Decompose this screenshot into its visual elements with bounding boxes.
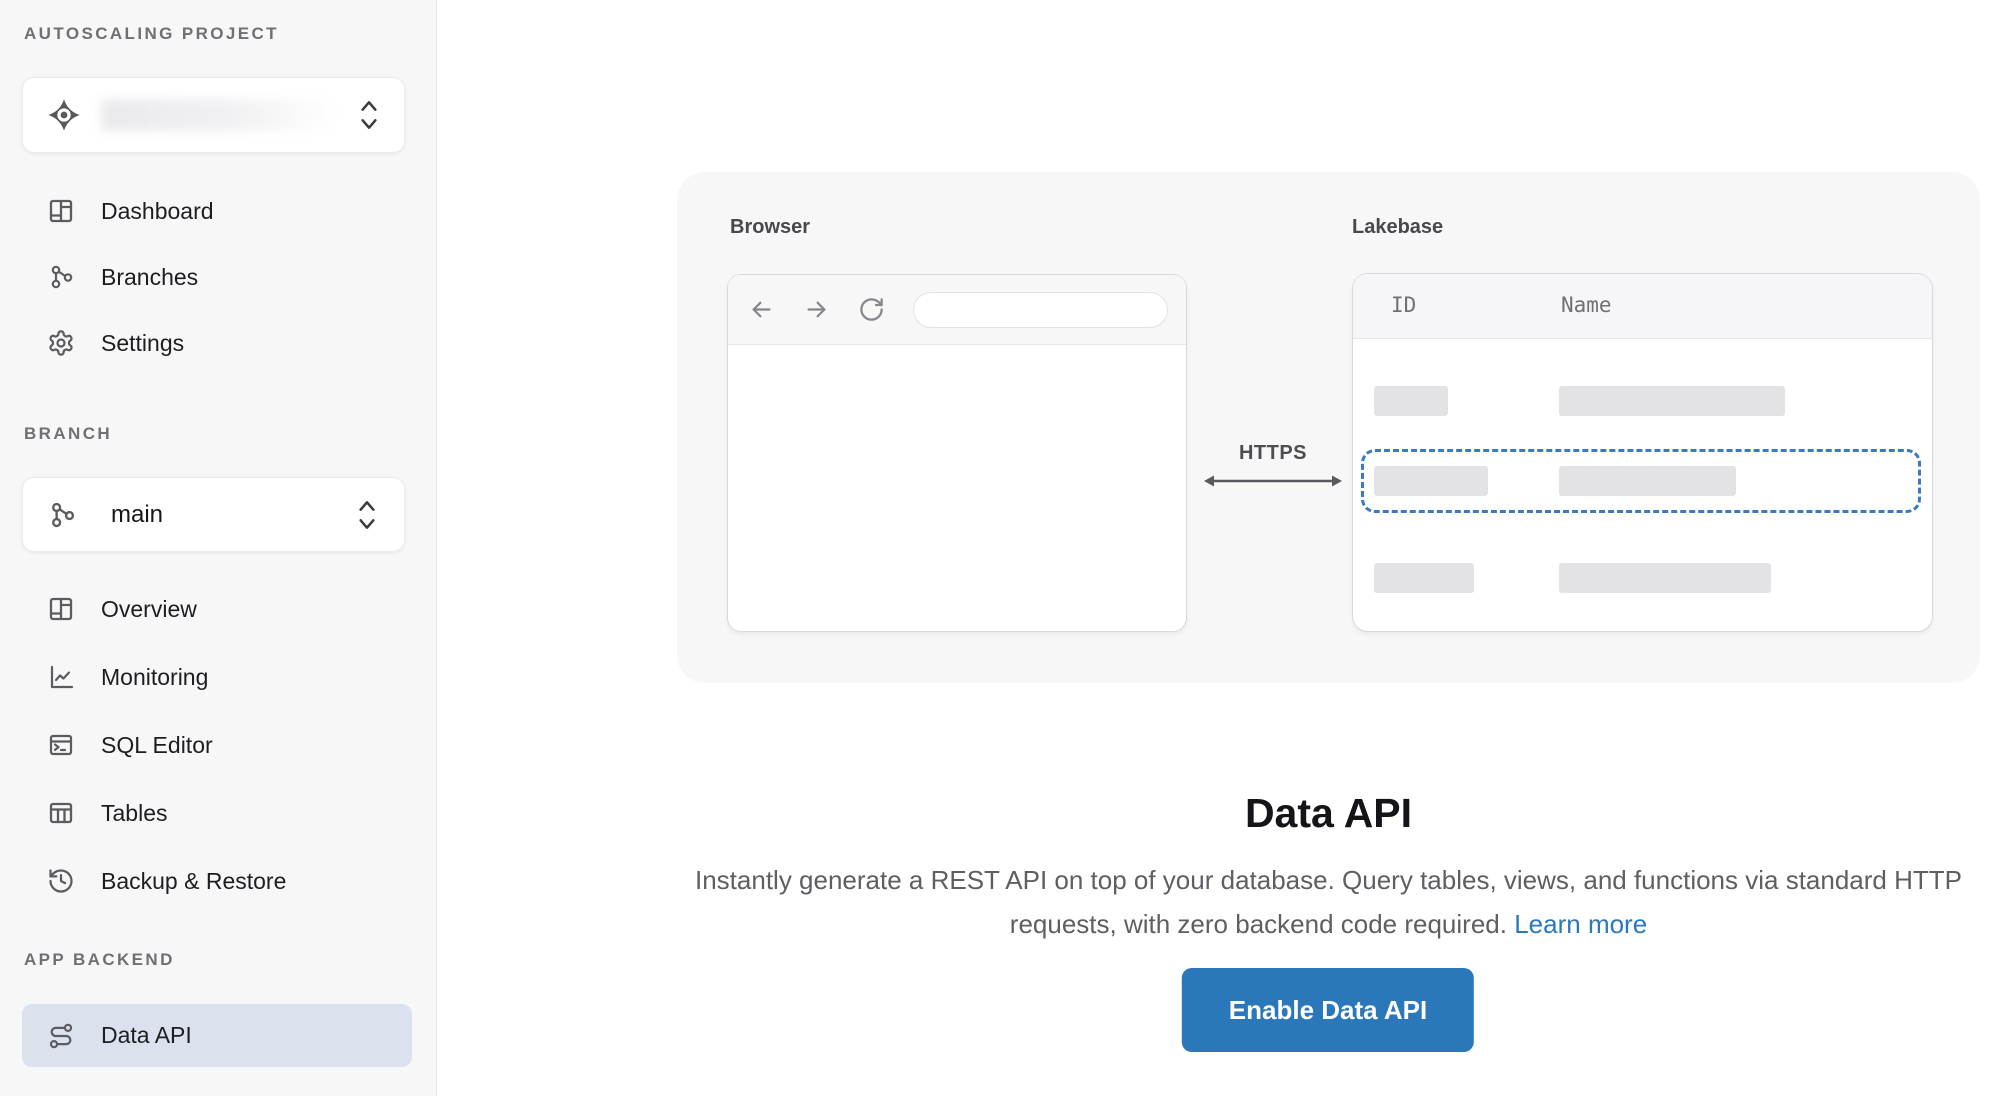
- reload-icon: [858, 296, 885, 323]
- sidebar-item-overview[interactable]: Overview: [22, 575, 412, 643]
- sidebar-item-label: Backup & Restore: [101, 867, 287, 894]
- column-header-id: ID: [1391, 293, 1417, 317]
- browser-label: Browser: [730, 216, 811, 238]
- project-compass-icon: [45, 96, 83, 134]
- terminal-window-icon: [47, 731, 75, 759]
- row1-id-placeholder: [1374, 386, 1448, 416]
- app-backend-nav: Data API: [22, 1004, 412, 1067]
- sidebar-item-label: Dashboard: [101, 197, 214, 224]
- browser-mock-window: [727, 274, 1187, 632]
- project-name-redacted: [101, 99, 336, 131]
- chevron-up-down-icon: [354, 497, 380, 533]
- history-clock-icon: [47, 867, 75, 895]
- table-icon: [47, 799, 75, 827]
- sidebar-item-data-api[interactable]: Data API: [22, 1004, 412, 1067]
- sidebar-item-branches[interactable]: Branches: [22, 244, 412, 310]
- description-text: Instantly generate a REST API on top of …: [695, 865, 1962, 939]
- sidebar-item-monitoring[interactable]: Monitoring: [22, 643, 412, 711]
- https-connection: HTTPS: [1198, 442, 1348, 494]
- sidebar-item-label: Overview: [101, 595, 197, 622]
- branch-selector[interactable]: main: [22, 477, 405, 552]
- sidebar-item-label: Settings: [101, 329, 185, 356]
- branch-selector-value: main: [111, 500, 164, 528]
- sidebar: AUTOSCALING PROJECT: [0, 0, 437, 1096]
- row3-id-placeholder: [1374, 563, 1474, 593]
- route-icon: [47, 1022, 75, 1050]
- dashboard-icon: [47, 197, 75, 225]
- enable-data-api-button[interactable]: Enable Data API: [1181, 968, 1475, 1052]
- lakebase-label: Lakebase: [1352, 216, 1444, 238]
- table-header-row: ID Name: [1353, 274, 1932, 339]
- branch-section-label: BRANCH: [24, 424, 113, 443]
- app-backend-section-label: APP BACKEND: [24, 950, 175, 969]
- sidebar-item-label: Monitoring: [101, 663, 209, 690]
- project-section-label: AUTOSCALING PROJECT: [24, 24, 279, 43]
- selected-row-highlight: [1361, 449, 1921, 513]
- sidebar-item-sql-editor[interactable]: SQL Editor: [22, 711, 412, 779]
- row2-name-placeholder: [1559, 466, 1736, 496]
- sidebar-item-backup-restore[interactable]: Backup & Restore: [22, 847, 412, 915]
- row1-name-placeholder: [1559, 386, 1785, 416]
- branch-icon: [47, 263, 75, 291]
- project-nav: Dashboard Branches Setti: [22, 178, 412, 376]
- sidebar-item-label: SQL Editor: [101, 731, 213, 758]
- gear-icon: [47, 329, 75, 357]
- branch-icon: [47, 500, 77, 530]
- overview-icon: [47, 595, 75, 623]
- data-api-illustration-panel: Browser HTTPS La: [677, 172, 1980, 683]
- line-chart-icon: [47, 663, 75, 691]
- page-title: Data API: [1244, 790, 1413, 836]
- chevron-up-down-icon: [356, 97, 382, 133]
- double-arrow-icon: [1204, 475, 1342, 487]
- forward-arrow-icon: [803, 296, 830, 323]
- sidebar-item-tables[interactable]: Tables: [22, 779, 412, 847]
- lakebase-mock-table: ID Name: [1352, 273, 1933, 632]
- sidebar-item-label: Branches: [101, 263, 199, 290]
- https-label: HTTPS: [1238, 442, 1308, 464]
- column-header-name: Name: [1561, 293, 1612, 317]
- sidebar-item-label: Tables: [101, 799, 168, 826]
- branch-nav: Overview Monitoring: [22, 575, 412, 915]
- learn-more-link[interactable]: Learn more: [1514, 909, 1648, 939]
- url-bar: [913, 291, 1168, 328]
- back-arrow-icon: [748, 296, 775, 323]
- sidebar-item-dashboard[interactable]: Dashboard: [22, 178, 412, 244]
- row3-name-placeholder: [1559, 563, 1771, 593]
- browser-toolbar: [728, 275, 1186, 345]
- row2-id-placeholder: [1374, 466, 1488, 496]
- sidebar-item-settings[interactable]: Settings: [22, 310, 412, 376]
- project-selector[interactable]: [22, 77, 405, 153]
- page-description: Instantly generate a REST API on top of …: [677, 858, 1980, 946]
- sidebar-item-label: Data API: [101, 1022, 192, 1048]
